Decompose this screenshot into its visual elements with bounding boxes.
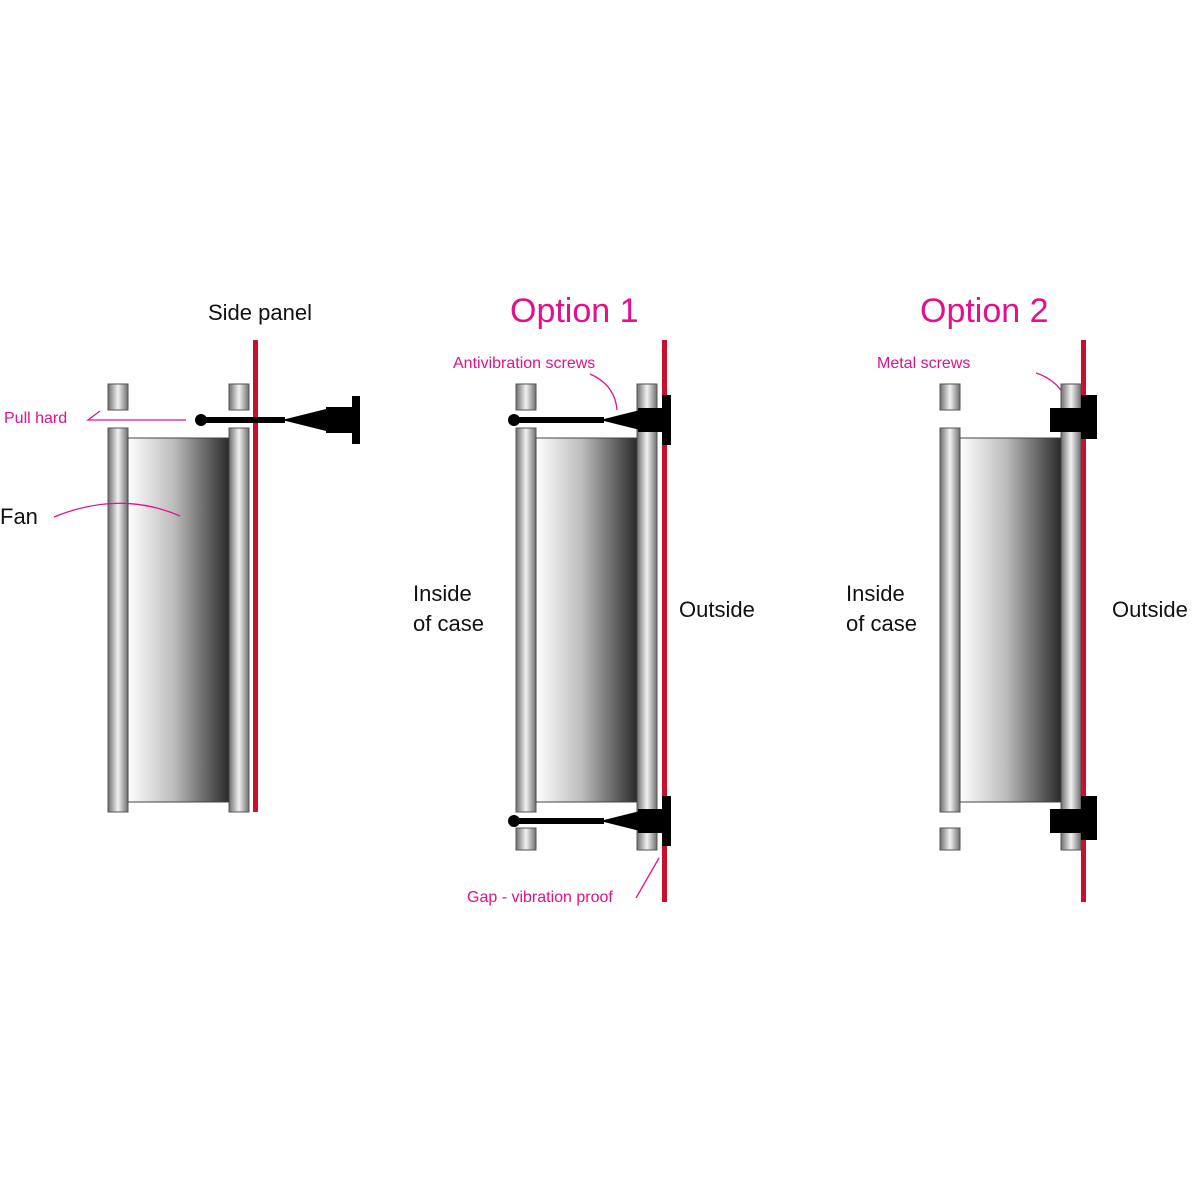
option2-title: Option 2 — [920, 292, 1049, 330]
fan-frame-left-top-stub — [515, 383, 537, 411]
diagram-option1: Option 1 Antivibration screws Inside of — [413, 292, 755, 906]
inside-of-case-label-line1: Inside — [413, 581, 472, 606]
fan-frame-left-bottom-stub — [939, 827, 961, 851]
inside-of-case-label-line2: of case — [413, 611, 484, 636]
side-panel — [1081, 340, 1086, 902]
fan-frame-left — [515, 427, 537, 813]
fan-body — [535, 437, 638, 803]
outside-label: Outside — [679, 597, 755, 622]
side-panel — [253, 340, 258, 812]
option1-title: Option 1 — [510, 292, 639, 330]
fan-body — [959, 437, 1062, 803]
fan-pointer-line — [53, 502, 181, 518]
fan-frame-left-bottom-stub — [515, 827, 537, 851]
fan-label: Fan — [0, 504, 38, 529]
inside-of-case-label-line1: Inside — [846, 581, 905, 606]
pull-hard-label: Pull hard — [4, 410, 67, 427]
diagram-left: Side panel Pull hard Fan — [0, 300, 360, 813]
side-panel — [662, 340, 667, 902]
fan-body — [127, 437, 230, 803]
antivibration-screws-label: Antivibration screws — [453, 355, 595, 372]
diagram-option2: Option 2 Metal screws Inside of case Out… — [846, 292, 1188, 902]
fan-frame-right — [1060, 383, 1082, 851]
gap-pointer-line — [635, 857, 660, 899]
antivibration-screw-top — [508, 395, 671, 445]
metal-screws-label: Metal screws — [877, 355, 970, 372]
antivibration-screw-bottom — [508, 796, 671, 846]
fan-frame-right — [228, 427, 250, 813]
fan-frame-left-top-stub — [939, 383, 961, 411]
side-panel-label: Side panel — [208, 300, 312, 325]
metal-screw-bottom — [1050, 796, 1097, 840]
fan-frame-left — [107, 427, 129, 813]
fan-frame-right — [636, 383, 658, 851]
antivibration-pointer-line — [589, 373, 618, 411]
antivibration-screw — [195, 396, 360, 444]
outside-label: Outside — [1112, 597, 1188, 622]
fan-frame-left-top-stub — [107, 383, 129, 411]
fan-frame-right-top-stub — [228, 383, 250, 411]
inside-of-case-label-line2: of case — [846, 611, 917, 636]
fan-frame-left — [939, 427, 961, 813]
gap-label: Gap - vibration proof — [467, 889, 613, 906]
pull-arrow-icon — [86, 410, 186, 421]
metal-screw-top — [1050, 395, 1097, 439]
